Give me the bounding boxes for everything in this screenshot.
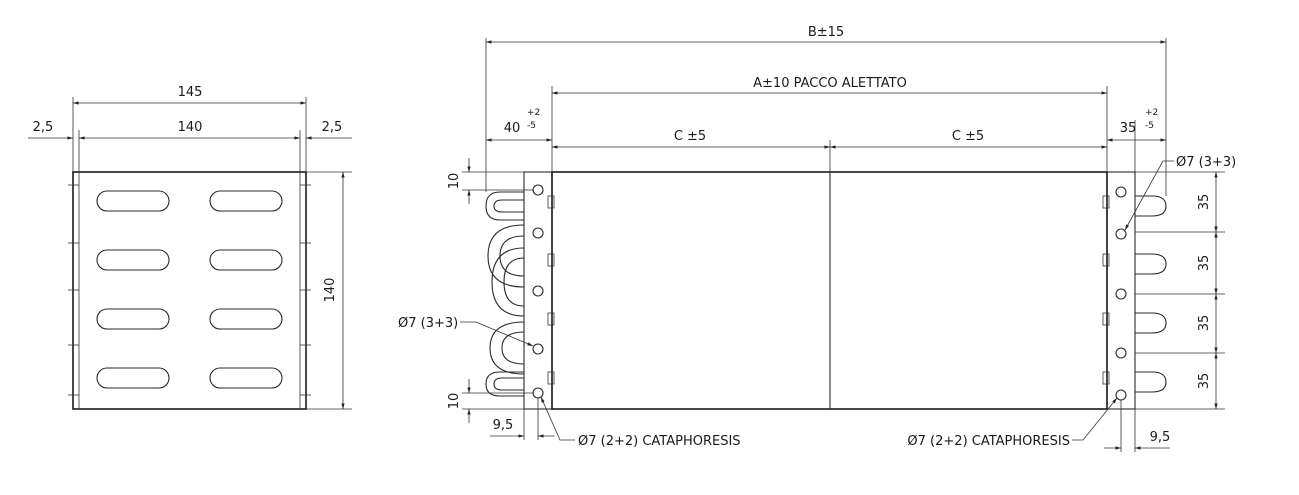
note-right-holes: Ø7 (3+3) (1176, 155, 1236, 170)
dim-40-label: 40 (504, 121, 521, 136)
dim-35-end-label: 35 (1120, 121, 1137, 136)
dim-2-5-right-label: 2,5 (322, 120, 343, 135)
dim-c1-label: C ±5 (674, 129, 706, 144)
left-view: 145 140 2,5 2,5 140 (28, 85, 352, 410)
dim-35-end-tol-minus: -5 (1145, 121, 1154, 131)
left-plate-slots (96, 190, 283, 389)
dim-10-bottom-label: 10 (447, 393, 462, 410)
left-u-bends (485, 191, 525, 397)
dim-140-width-label: 140 (178, 120, 203, 135)
leader-right-cataphoresis (1072, 397, 1118, 441)
right-end-plate (1106, 171, 1136, 410)
dim-pitch-3-label: 35 (1197, 315, 1212, 332)
right-u-bends (1135, 195, 1167, 393)
dim-35-end-tol-plus: +2 (1145, 108, 1158, 118)
right-extension-lines (462, 38, 1225, 452)
left-end-plate-tabs (547, 195, 555, 385)
dim-140-height-label: 140 (323, 278, 338, 303)
dim-pitch-4-label: 35 (1197, 373, 1212, 390)
note-left-holes: Ø7 (3+3) (398, 316, 458, 331)
dim-2-5-left-label: 2,5 (33, 120, 54, 135)
dim-10-top-label: 10 (447, 173, 462, 190)
dim-pitch-2-label: 35 (1197, 255, 1212, 272)
dim-a-label: A±10 PACCO ALETTATO (753, 76, 907, 91)
left-plate-edge-ticks (68, 184, 311, 396)
dim-40-tol-minus: -5 (527, 121, 536, 131)
dim-b-label: B±15 (808, 25, 844, 40)
dim-9-5-right-label: 9,5 (1150, 430, 1171, 445)
right-view: B±15 A±10 PACCO ALETTATO 40 +2 -5 C ±5 C… (398, 25, 1236, 452)
left-extension-lines (72, 97, 352, 410)
note-left-cataphoresis: Ø7 (2+2) CATAPHORESIS (578, 434, 741, 449)
dim-c2-label: C ±5 (952, 129, 984, 144)
left-plate-outline (72, 171, 307, 410)
leader-right-holes (1124, 160, 1174, 231)
left-end-plate-holes (532, 184, 544, 399)
note-right-cataphoresis: Ø7 (2+2) CATAPHORESIS (907, 434, 1070, 449)
right-end-plate-holes (1115, 186, 1127, 401)
leader-left-cataphoresis (540, 396, 575, 441)
leader-left-holes (460, 321, 534, 347)
dim-40-tol-plus: +2 (527, 108, 540, 118)
dim-145-label: 145 (178, 85, 203, 100)
dim-pitch-1-label: 35 (1197, 194, 1212, 211)
right-end-plate-tabs (1102, 195, 1110, 385)
dim-9-5-left-label: 9,5 (493, 418, 514, 433)
